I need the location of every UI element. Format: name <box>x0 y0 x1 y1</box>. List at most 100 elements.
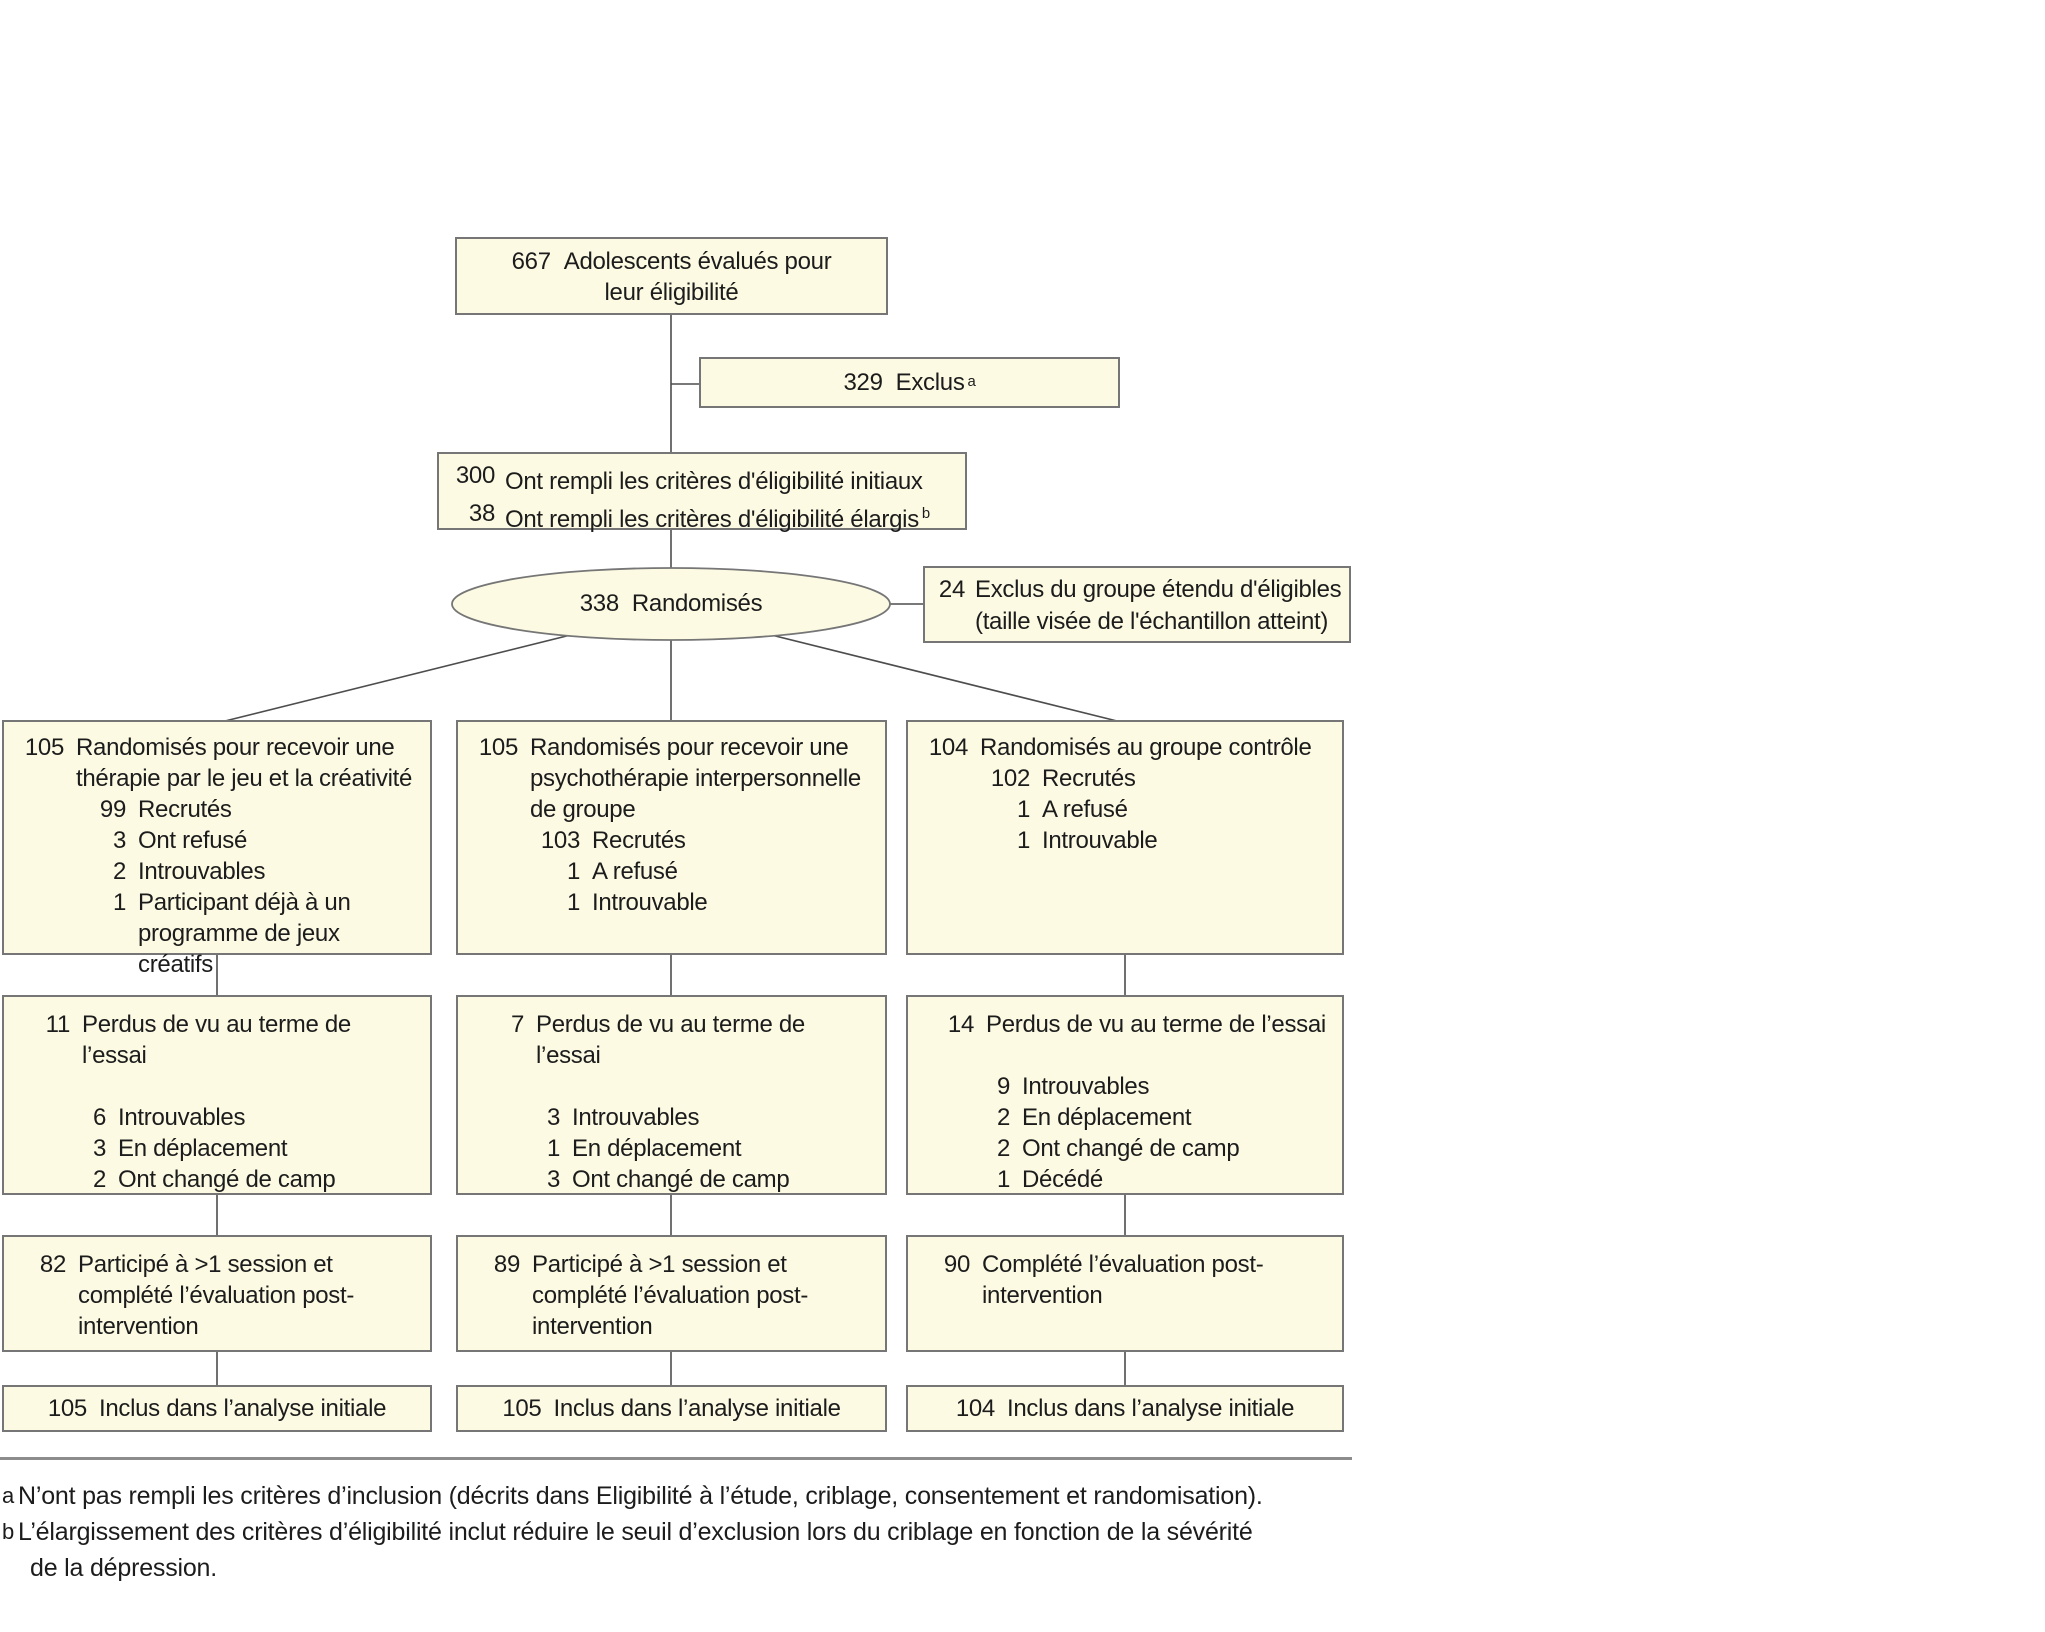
label: Introuvables <box>1022 1073 1150 1100</box>
count: 7 <box>510 1011 524 1038</box>
count: 3 <box>546 1166 560 1193</box>
screened-count: 667 <box>511 248 551 275</box>
footnotes: a N’ont pas rempli les critères d’inclus… <box>2 1478 1350 1586</box>
count: 89 <box>493 1251 520 1278</box>
label: Introuvables <box>118 1104 246 1131</box>
count: 104 <box>955 1395 995 1422</box>
analysis-box-creative-play: 105 Inclus dans l’analyse initiale <box>2 1385 432 1432</box>
count: 38 <box>468 500 495 527</box>
label: Inclus dans l’analyse initiale <box>98 1395 387 1422</box>
footnote-marker: b <box>2 1519 15 1544</box>
count: 2 <box>112 858 126 885</box>
label: A refusé <box>592 858 678 885</box>
label: Introuvable <box>592 889 708 916</box>
label: Participé à >1 session et complété l’éva… <box>78 1251 355 1340</box>
label: Ont changé de camp <box>118 1166 336 1193</box>
allocation-sub: 3 Ont refusé <box>14 825 420 856</box>
label: A refusé <box>1042 796 1128 823</box>
eligibility-row-expanded: 38 Ont rempli les critères d'éligibilité… <box>449 498 957 536</box>
label: En déplacement <box>118 1135 288 1162</box>
footnote-b: b L’élargissement des critères d’éligibi… <box>2 1514 1350 1586</box>
label: Perdus de vu au terme de l’essai <box>536 1011 805 1069</box>
label: En déplacement <box>572 1135 742 1162</box>
footnote-text: L’élargissement des critères d’éligibili… <box>18 1518 1253 1582</box>
footnote-text: N’ont pas rempli les critères d’inclusio… <box>18 1482 1263 1510</box>
randomized-label: 338 Randomisés <box>453 568 889 640</box>
analysis-box-control: 104 Inclus dans l’analyse initiale <box>906 1385 1344 1432</box>
lost-main: 7 Perdus de vu au terme de l’essai <box>468 1009 875 1071</box>
completed-box-control: 90 Complété l’évaluation post-interventi… <box>906 1235 1344 1352</box>
allocation-main: 104 Randomisés au groupe contrôle <box>918 732 1332 763</box>
count: 2 <box>996 1135 1010 1162</box>
label: Randomisés au groupe contrôle <box>980 734 1312 761</box>
randomized-count: 338 <box>579 590 619 617</box>
screened-line2: leur éligibilité <box>604 279 739 306</box>
excluded-box: 329 Exclus a <box>699 357 1120 408</box>
extended-exclusion-line1: Exclus du groupe étendu d'éligibles <box>975 576 1342 603</box>
count: 1 <box>546 1135 560 1162</box>
label: Randomisés pour recevoir une thérapie pa… <box>76 734 413 792</box>
excluded-footnote-sup: a <box>967 374 976 390</box>
count: 3 <box>546 1104 560 1131</box>
count: 1 <box>1016 827 1030 854</box>
label: Décédé <box>1022 1166 1103 1193</box>
screened-line1: 667 Adolescents évalués pour <box>457 246 886 277</box>
allocation-box-ipt-group: 105 Randomisés pour recevoir une psychot… <box>456 720 887 955</box>
randomized-text: Randomisés <box>631 590 763 617</box>
count: 3 <box>112 827 126 854</box>
screened-label: Adolescents évalués pour <box>563 248 832 275</box>
lost-sub: 1 Décédé <box>918 1164 1332 1195</box>
allocation-sub: 1 A refusé <box>918 794 1332 825</box>
label: Ont changé de camp <box>1022 1135 1240 1162</box>
label: En déplacement <box>1022 1104 1192 1131</box>
label: Ont refusé <box>138 827 248 854</box>
extended-exclusion-line2: (taille visée de l'échantillon atteint) <box>975 608 1329 635</box>
completed-box-creative-play: 82 Participé à >1 session et complété l’… <box>2 1235 432 1352</box>
lost-main: 11 Perdus de vu au terme de l’essai <box>14 1009 420 1071</box>
count: 90 <box>943 1251 970 1278</box>
footnote-divider <box>0 1457 1352 1460</box>
eligibility-box: 300 Ont rempli les critères d'éligibilit… <box>437 452 967 533</box>
eligibility-row-initial: 300 Ont rempli les critères d'éligibilit… <box>449 460 957 498</box>
label: Participant déjà à un programme de jeux … <box>138 889 351 978</box>
extended-exclusion-box: 24 Exclus du groupe étendu d'éligibles (… <box>923 566 1351 643</box>
label: Ont changé de camp <box>572 1166 790 1193</box>
screened-box: 667 Adolescents évalués pour leur éligibi… <box>455 237 888 315</box>
count: 1 <box>996 1166 1010 1193</box>
analysis-box-ipt-group: 105 Inclus dans l’analyse initiale <box>456 1385 887 1432</box>
allocation-main: 105 Randomisés pour recevoir une thérapi… <box>14 732 420 794</box>
count: 1 <box>566 858 580 885</box>
excluded-label: Exclus <box>895 369 965 396</box>
count: 300 <box>455 462 495 489</box>
count: 104 <box>928 734 968 761</box>
count: 103 <box>540 827 580 854</box>
lost-sub: 1 En déplacement <box>468 1133 875 1164</box>
count: 14 <box>947 1011 974 1038</box>
label: Ont rempli les critères d'éligibilité él… <box>505 506 930 533</box>
count: 1 <box>1016 796 1030 823</box>
footnote-marker: a <box>2 1483 15 1508</box>
expanded-footnote-sup: b <box>921 506 930 522</box>
count: 105 <box>478 734 518 761</box>
lost-main: 14 Perdus de vu au terme de l’essai <box>918 1009 1332 1040</box>
count: 82 <box>39 1251 66 1278</box>
label: Perdus de vu au terme de l’essai <box>82 1011 351 1069</box>
label: Participé à >1 session et complété l’éva… <box>532 1251 809 1340</box>
count: 2 <box>92 1166 106 1193</box>
count: 3 <box>92 1135 106 1162</box>
allocation-main: 105 Randomisés pour recevoir une psychot… <box>468 732 875 825</box>
excluded-count: 329 <box>843 369 883 396</box>
allocation-sub: 1 A refusé <box>468 856 875 887</box>
